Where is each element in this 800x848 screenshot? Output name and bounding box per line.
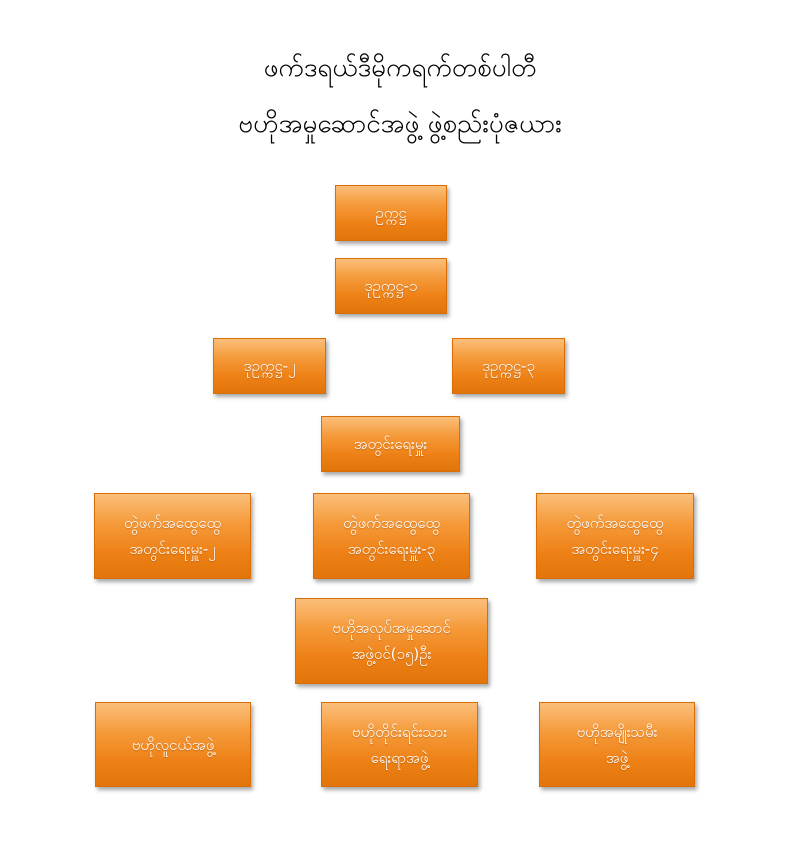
node-label-line: ဒုဥက္ကဋ္ဌ-၂ xyxy=(243,357,296,375)
node-label-line: အတွင်းရေးမှူး-၂ xyxy=(129,540,216,558)
node-label-line: အတွင်းရေးမှူး-၃ xyxy=(347,540,436,558)
node-label-line: အတွင်းရေးမှူး xyxy=(353,435,428,453)
node-vice-chairman-3: ဒုဥက္ကဋ္ဌ-၃ xyxy=(452,338,565,394)
node-central-youth: ဗဟိုလူငယ်အဖွဲ့ xyxy=(95,702,251,787)
node-label-line: တွဲဖက်အထွေထွေ xyxy=(566,514,664,532)
node-joint-secretary-4: တွဲဖက်အထွေထွေ အတွင်းရေးမှူး-၄ xyxy=(536,493,694,579)
node-label-line: ရေးရာအဖွဲ့ xyxy=(370,748,429,767)
node-label-line: ဗဟိုတိုင်းရင်းသား xyxy=(351,722,448,741)
node-label-line: တွဲဖက်အထွေထွေ xyxy=(343,514,440,532)
node-label-line: အဖွဲ့ xyxy=(605,748,629,767)
chart-title-line-2: ဗဟိုအမှုဆောင်အဖွဲ့ ဖွဲ့စည်းပုံဇယား xyxy=(238,109,562,139)
chart-title-line-1: ဖက်ဒရယ်ဒီမိုကရက်တစ်ပါတီ xyxy=(263,53,537,83)
node-label-line: တွဲဖက်အထွေထွေ xyxy=(124,514,221,532)
node-label-line: ဒုဥက္ကဋ္ဌ-၃ xyxy=(482,357,535,375)
node-central-executive-members: ဗဟိုအလုပ်အမှုဆောင် အဖွဲ့ဝင်(၁၅)ဦး xyxy=(295,598,488,684)
node-vice-chairman-1: ဒုဥက္ကဋ္ဌ-၁ xyxy=(335,258,447,314)
node-secretary: အတွင်းရေးမှူး xyxy=(321,416,460,472)
node-joint-secretary-3: တွဲဖက်အထွေထွေ အတွင်းရေးမှူး-၃ xyxy=(313,493,470,579)
node-label-line: ဥက္ကဋ္ဌ xyxy=(375,204,407,222)
node-label-line: အတွင်းရေးမှူး-၄ xyxy=(571,540,659,558)
node-central-ethnic-affairs: ဗဟိုတိုင်းရင်းသား ရေးရာအဖွဲ့ xyxy=(321,702,478,787)
node-vice-chairman-2: ဒုဥက္ကဋ္ဌ-၂ xyxy=(213,338,326,394)
node-label-line: အဖွဲ့ဝင်(၁၅)ဦး xyxy=(351,645,432,663)
node-chairman: ဥက္ကဋ္ဌ xyxy=(335,185,447,241)
node-label-line: ဗဟိုအမျိုးသမီး xyxy=(576,722,658,741)
node-label-line: ဗဟိုအလုပ်အမှုဆောင် xyxy=(332,619,451,637)
node-joint-secretary-2: တွဲဖက်အထွေထွေ အတွင်းရေးမှူး-၂ xyxy=(94,493,251,579)
node-central-women: ဗဟိုအမျိုးသမီး အဖွဲ့ xyxy=(539,702,695,787)
node-label-line: ဗဟိုလူငယ်အဖွဲ့ xyxy=(131,735,215,754)
node-label-line: ဒုဥက္ကဋ္ဌ-၁ xyxy=(364,277,418,295)
